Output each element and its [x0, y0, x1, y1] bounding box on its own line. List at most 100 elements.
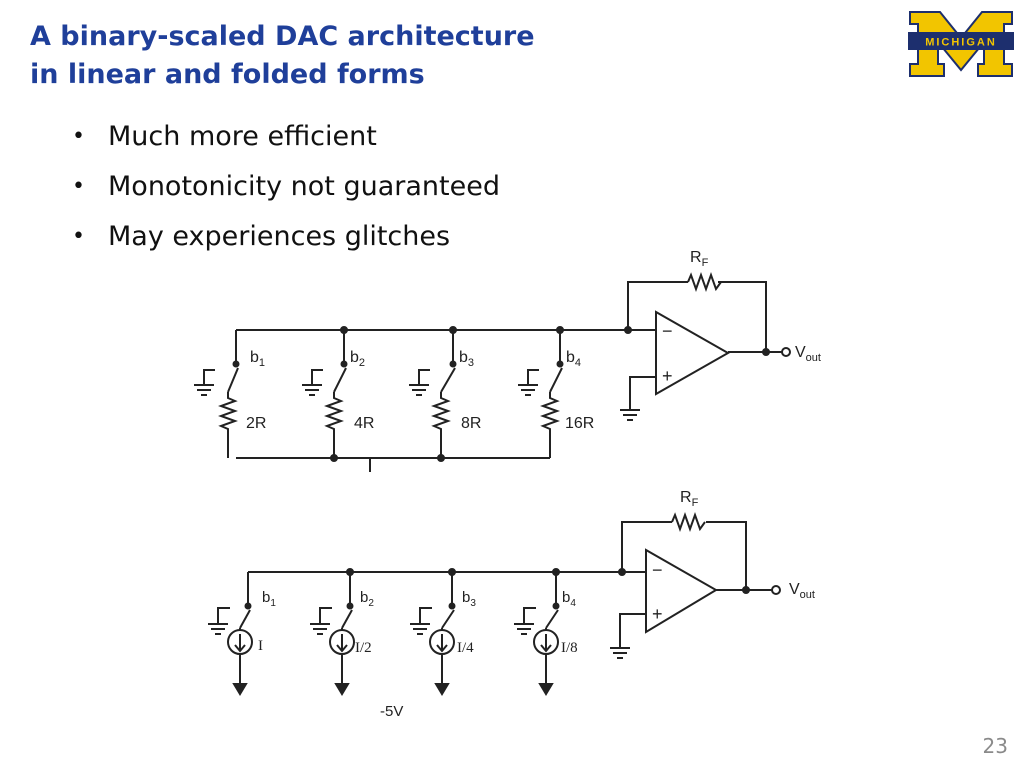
feedback-wire: [621, 521, 747, 590]
switch-label: b2: [360, 589, 374, 609]
supply-arrow-icon: [434, 683, 450, 696]
resistor-label: 4R: [354, 415, 374, 432]
opamp: [645, 548, 718, 634]
logo-text: MICHIGAN: [925, 37, 997, 49]
resistor-4R: [324, 392, 344, 458]
ground-tap: [208, 607, 230, 635]
opamp-plus-label: +: [652, 604, 663, 624]
output-label: Vout: [789, 581, 815, 601]
current-source-dac-schematic: RF − + Vout b1 I: [208, 489, 815, 720]
resistor-label: 16R: [565, 415, 594, 432]
source-branch-3: b3 I/4: [410, 572, 476, 696]
supply-arrow-icon: [538, 683, 554, 696]
branch-1: b1 2R: [194, 330, 266, 458]
output-node: [762, 348, 770, 356]
current-arrow-icon: [234, 634, 246, 653]
source-label: I: [258, 638, 263, 654]
bullet-dot-icon: •: [72, 224, 85, 249]
feedback-resistor: [671, 512, 706, 532]
plus-input-wire: [619, 613, 646, 648]
switch-b1: [227, 367, 239, 393]
source-branch-1: b1 I: [208, 572, 276, 696]
current-arrow-icon: [336, 634, 348, 653]
switch-contact: [340, 360, 348, 368]
slide-title: A binary-scaled DAC architecture in line…: [30, 18, 590, 94]
bullet-item: • May experiences glitches: [72, 217, 500, 267]
switch-b3: [441, 609, 455, 629]
ground-tap: [410, 607, 432, 635]
ground-icon: [620, 409, 640, 421]
plus-input-wire: [629, 376, 656, 410]
source-branch-4: b4 I/8: [514, 572, 578, 696]
switch-contact: [556, 360, 564, 368]
ground-tap: [302, 369, 323, 396]
current-arrow-icon: [540, 634, 552, 653]
switch-contact: [232, 360, 240, 368]
feedback-wire: [627, 281, 767, 352]
feedback-resistor-label: RF: [680, 489, 699, 509]
title-line-2: in linear and folded forms: [30, 59, 425, 90]
ground-tap: [409, 369, 430, 396]
resistor-label: 8R: [461, 415, 481, 432]
output-terminal: [781, 347, 791, 357]
bullet-dot-icon: •: [72, 124, 85, 149]
branch-2: b2 4R: [302, 330, 374, 458]
resistor-dac-schematic: RF − + Vout b1 2R: [194, 249, 821, 472]
switch-b1: [239, 609, 251, 629]
logo-banner: [908, 32, 1014, 50]
supply-voltage-label: -5V: [380, 703, 403, 720]
switch-b2: [333, 367, 347, 393]
branch-4: b4 16R: [518, 330, 594, 458]
bullet-dot-icon: •: [72, 174, 85, 199]
opamp: [655, 310, 731, 396]
source-label: I/4: [457, 640, 474, 656]
supply-arrow-icon: [232, 683, 248, 696]
resistor-label: 2R: [246, 415, 266, 432]
ground-tap: [514, 607, 536, 635]
switch-label: b3: [462, 589, 476, 609]
bullet-item: • Monotonicity not guaranteed: [72, 167, 500, 217]
opamp-plus-label: +: [662, 366, 673, 386]
supply-arrow-icon: [334, 683, 350, 696]
switch-label: b4: [562, 589, 576, 609]
resistor-8R: [431, 392, 451, 458]
switch-contact: [552, 602, 560, 610]
switch-b4: [545, 609, 559, 629]
ground-tap: [518, 369, 539, 396]
resistor-16R: [540, 392, 560, 458]
opamp-minus-label: −: [662, 321, 673, 341]
bus-node: [624, 326, 632, 334]
switch-label: b1: [250, 349, 265, 369]
ground-tap: [194, 369, 215, 396]
switch-b3: [440, 367, 456, 393]
output-terminal: [771, 585, 781, 595]
university-logo: MICHIGAN: [908, 11, 1014, 77]
bullet-text: Monotonicity not guaranteed: [108, 171, 500, 202]
bullet-text: Much more efficient: [108, 121, 377, 152]
switch-label: b4: [566, 349, 581, 369]
branch-3: b3 8R: [409, 330, 481, 458]
output-node: [742, 586, 750, 594]
resistor-2R: [218, 392, 238, 458]
feedback-resistor: [687, 272, 722, 292]
switch-contact: [449, 360, 457, 368]
bus-node: [618, 568, 626, 576]
switch-label: b3: [459, 349, 474, 369]
bullet-item: • Much more efficient: [72, 117, 500, 167]
feedback-resistor-label: RF: [690, 249, 709, 269]
switch-contact: [346, 602, 354, 610]
bullet-text: May experiences glitches: [108, 221, 451, 252]
opamp-minus-label: −: [652, 560, 663, 580]
switch-label: b2: [350, 349, 365, 369]
ground-tap: [310, 607, 332, 635]
page-number: 23: [982, 734, 1008, 758]
ground-icon: [610, 647, 630, 659]
switch-b4: [549, 367, 563, 393]
output-label: Vout: [795, 344, 821, 364]
switch-contact: [244, 602, 252, 610]
switch-contact: [448, 602, 456, 610]
source-label: I/2: [355, 640, 372, 656]
bottom-bus: [236, 457, 550, 472]
switch-label: b1: [262, 589, 276, 609]
